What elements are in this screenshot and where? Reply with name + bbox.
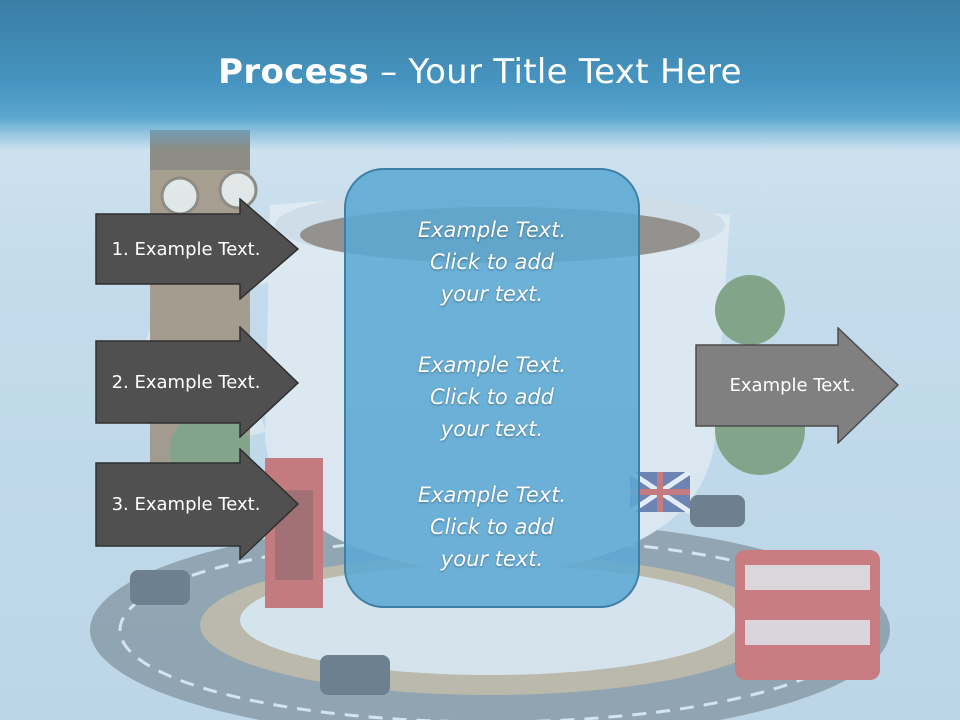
center-line: Click to add (429, 250, 554, 274)
step-arrow-3-label: 3. Example Text. (111, 493, 261, 515)
center-text-block-1[interactable]: Example Text. Click to add your text. (346, 214, 638, 310)
title-rest: – Your Title Text Here (369, 52, 742, 92)
step-arrow-3[interactable]: 3. Example Text. (95, 448, 300, 560)
step-arrow-1[interactable]: 1. Example Text. (95, 198, 300, 300)
result-arrow[interactable]: Example Text. (695, 327, 900, 444)
arrow-shape-icon (95, 198, 300, 300)
center-line: Click to add (429, 385, 554, 409)
center-line: your text. (440, 417, 544, 441)
arrow-shape-icon (695, 327, 900, 444)
center-line: your text. (440, 282, 544, 306)
center-text-panel[interactable]: Example Text. Click to add your text. Ex… (344, 168, 640, 608)
result-arrow-label: Example Text. (729, 375, 856, 396)
title-banner (0, 0, 960, 150)
arrow-shape-icon (95, 448, 300, 560)
center-line: Click to add (429, 515, 554, 539)
center-line: Example Text. (417, 353, 567, 377)
step-arrow-2[interactable]: 2. Example Text. (95, 326, 300, 438)
center-line: Example Text. (417, 218, 567, 242)
center-line: your text. (440, 547, 544, 571)
title-bold: Process (218, 52, 370, 92)
center-line: Example Text. (417, 483, 567, 507)
arrow-shape-icon (95, 326, 300, 438)
slide-title[interactable]: Process – Your Title Text Here (0, 52, 960, 92)
step-arrow-2-label: 2. Example Text. (111, 371, 261, 393)
center-text-block-3[interactable]: Example Text. Click to add your text. (346, 479, 638, 575)
center-text-block-2[interactable]: Example Text. Click to add your text. (346, 349, 638, 445)
step-arrow-1-label: 1. Example Text. (111, 238, 261, 260)
